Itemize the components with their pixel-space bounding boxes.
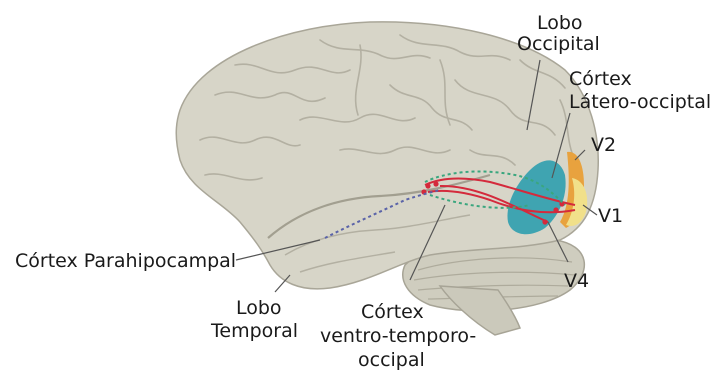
cortex-parahipocampal-label: Córtex Parahipocampal [15,250,236,272]
lobo-temporal-label: Lobo Temporal [210,297,298,342]
cortex-latero-occipital-label: Córtex Látero-occiptal [569,68,711,113]
lobo-occipital-label: Lobo Occipital [517,12,600,55]
v2-label: V2 [591,134,616,156]
cortex-ventro-temporo-occipal-label: Córtex ventro-temporo- occipal [320,301,482,371]
v4-label: V4 [564,270,589,292]
v1-label: V1 [598,205,623,227]
